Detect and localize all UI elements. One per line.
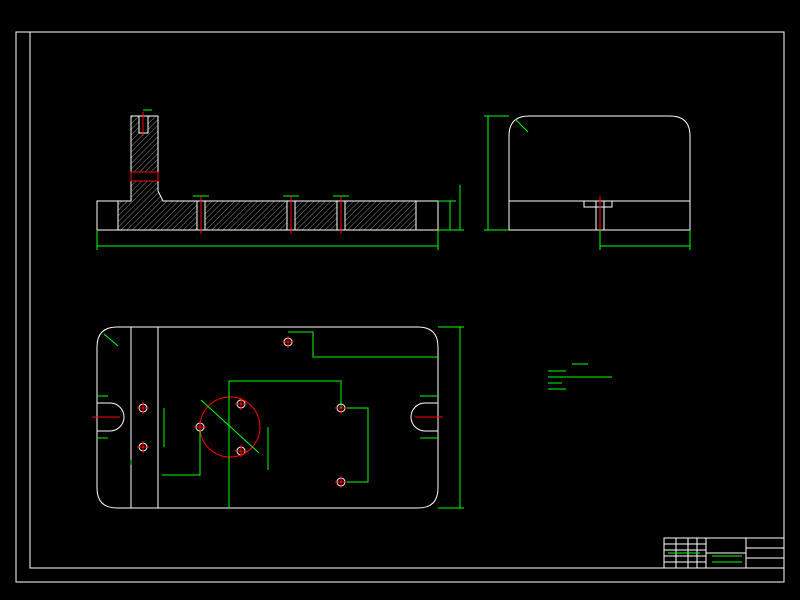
top-view bbox=[92, 326, 464, 509]
inner-border bbox=[29, 31, 785, 569]
side-view bbox=[484, 115, 691, 250]
title-block-greens bbox=[668, 552, 742, 563]
front-section-view bbox=[96, 109, 464, 250]
technical-notes bbox=[548, 363, 612, 390]
title-block bbox=[663, 537, 785, 569]
